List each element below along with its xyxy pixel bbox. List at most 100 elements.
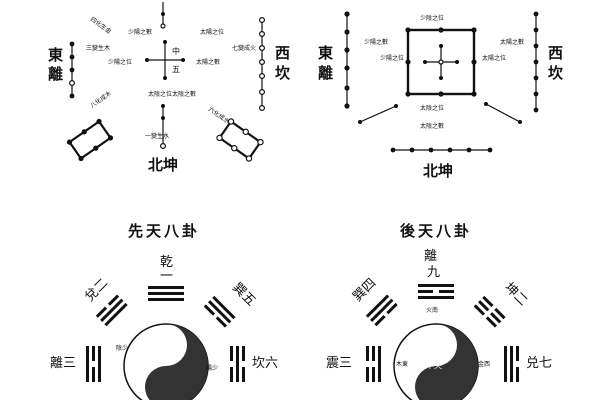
hetu-bottom-dot — [161, 104, 165, 108]
houtian-title: 後天八卦 — [399, 222, 472, 240]
luoshu-diag-dot — [394, 104, 398, 108]
luoshu-text: 太陽之數 — [500, 38, 524, 46]
luoshu-diagram: 東 離 西 坎 北坤 — [318, 11, 563, 180]
hetu-text: 四化生金 — [89, 15, 113, 35]
xiantian-right-label: 坎六 — [252, 356, 278, 371]
hetu-left-hollow — [68, 79, 75, 86]
xiantian-yin-label: 陰少 — [116, 344, 128, 352]
hetu-right-hollow — [259, 44, 266, 51]
xiantian-upper-left-trigram — [95, 294, 128, 327]
hetu-left-dot — [69, 54, 75, 60]
luoshu-edge-dot — [438, 91, 444, 97]
luoshu-left-dot — [344, 65, 350, 71]
hetu-bottom-hollow — [160, 143, 167, 150]
xiantian-top-label: 乾 — [160, 255, 173, 270]
houtian-upper-left-trigram — [365, 294, 398, 327]
hetu-right-hollow — [259, 17, 266, 24]
luoshu-north-label: 北坤 — [423, 162, 453, 180]
luoshu-left-dot — [344, 11, 350, 17]
hetu-text: 太陰之位 — [148, 90, 172, 98]
luoshu-right-dot — [533, 11, 539, 17]
luoshu-edge-dot — [405, 59, 411, 65]
hetu-center-dot — [145, 58, 149, 62]
houtian-left-label: 震三 — [326, 356, 352, 371]
hetu-right-hollow — [259, 72, 266, 79]
luoshu-east-label-2: 離 — [318, 64, 333, 82]
houtian-left-trigram — [366, 346, 381, 382]
luoshu-left-dot — [344, 47, 350, 53]
hetu-diagram: 東 離 西 坎 北坤 中 五 四化生金 少陽之數 三變生木 — [48, 2, 290, 174]
luoshu-edge-dot — [471, 59, 477, 65]
xiantian-title: 先天八卦 — [128, 222, 200, 240]
luoshu-inner-dot — [439, 76, 443, 80]
houtian-inner-top: 火南 — [426, 306, 438, 314]
hetu-text: 太陰之數 — [172, 90, 196, 98]
luoshu-left-dot — [344, 85, 350, 91]
xiantian-right-trigram — [230, 346, 245, 382]
xiantian-upper-right-label: 巽五 — [229, 280, 258, 309]
houtian-inner-left: 木東 — [396, 360, 408, 368]
xiantian-top-num: 一 — [160, 269, 173, 284]
hetu-text: 少陽之位 — [108, 58, 132, 66]
xiantian-top-trigram — [148, 286, 184, 301]
luoshu-edge-dot — [438, 27, 444, 33]
xiantian-bagua: 先天八卦 乾 一 兌二 巽五 — [50, 222, 278, 400]
houtian-upper-right-trigram — [473, 295, 506, 328]
hetu-left-dot — [69, 93, 75, 99]
hetu-west-label-2: 坎 — [275, 64, 290, 82]
luoshu-diag-dot — [484, 102, 488, 106]
hetu-left-dot — [69, 41, 75, 47]
luoshu-diag-line — [359, 105, 397, 123]
luoshu-diag-line — [485, 103, 521, 123]
luoshu-corner-dot — [471, 27, 477, 33]
luoshu-east-label-1: 東 — [318, 44, 333, 62]
luoshu-right-dot — [533, 107, 539, 113]
hetu-east-label-2: 離 — [48, 65, 63, 83]
hetu-lower-right-rect — [216, 118, 264, 162]
luoshu-right-dot — [533, 75, 539, 81]
hetu-text: 三變生木 — [86, 44, 110, 52]
houtian-bagua: 後天八卦 離 九 巽四 坤二 — [326, 222, 552, 400]
luoshu-text: 太陰之數 — [420, 122, 444, 130]
luoshu-left-dot — [344, 103, 350, 109]
hetu-text: 一變生水 — [145, 132, 169, 140]
hetu-east-label-1: 東 — [48, 46, 63, 64]
luoshu-bottom-dot — [466, 147, 472, 153]
luoshu-west-label-2: 坎 — [548, 64, 563, 82]
luoshu-text: 太陰之位 — [420, 104, 444, 112]
luoshu-corner-dot — [405, 91, 411, 97]
luoshu-left-dot — [344, 29, 350, 35]
luoshu-inner-dot — [439, 44, 443, 48]
luoshu-right-dot — [533, 27, 539, 33]
hetu-top-hollow — [160, 23, 166, 29]
houtian-top-label: 離 — [424, 249, 437, 264]
houtian-center-label: 中央 — [426, 360, 442, 370]
houtian-inner-right: 金西 — [478, 360, 490, 368]
luoshu-bottom-dot — [487, 147, 493, 153]
houtian-upper-right-label: 坤二 — [501, 280, 530, 309]
hetu-top-dot — [161, 12, 165, 16]
hetu-lower-left-rect — [66, 118, 114, 162]
houtian-top-num: 九 — [427, 265, 440, 280]
luoshu-diag-dot — [358, 120, 362, 124]
xiantian-left-trigram — [86, 346, 101, 382]
luoshu-text: 少陽之位 — [380, 54, 404, 62]
luoshu-corner-dot — [405, 27, 411, 33]
xiantian-yang-label: 陽少 — [206, 364, 218, 372]
hetu-text: 八化成木 — [89, 89, 113, 109]
luoshu-bottom-dot — [390, 147, 396, 153]
hetu-text: 太陽之數 — [196, 58, 220, 66]
luoshu-bottom-dot — [409, 147, 415, 153]
hetu-center-dot — [163, 40, 167, 44]
xiantian-upper-right-trigram — [203, 295, 236, 328]
xiantian-left-label: 離三 — [50, 356, 76, 371]
houtian-right-trigram — [504, 346, 519, 382]
hetu-right-hollow — [259, 88, 266, 95]
luoshu-corner-dot — [471, 91, 477, 97]
hetu-text: 太陽之位 — [200, 28, 224, 36]
hetu-text: 少陽之數 — [128, 28, 152, 36]
hetu-west-label-1: 西 — [275, 44, 290, 62]
luoshu-text: 太陽之位 — [482, 54, 506, 62]
